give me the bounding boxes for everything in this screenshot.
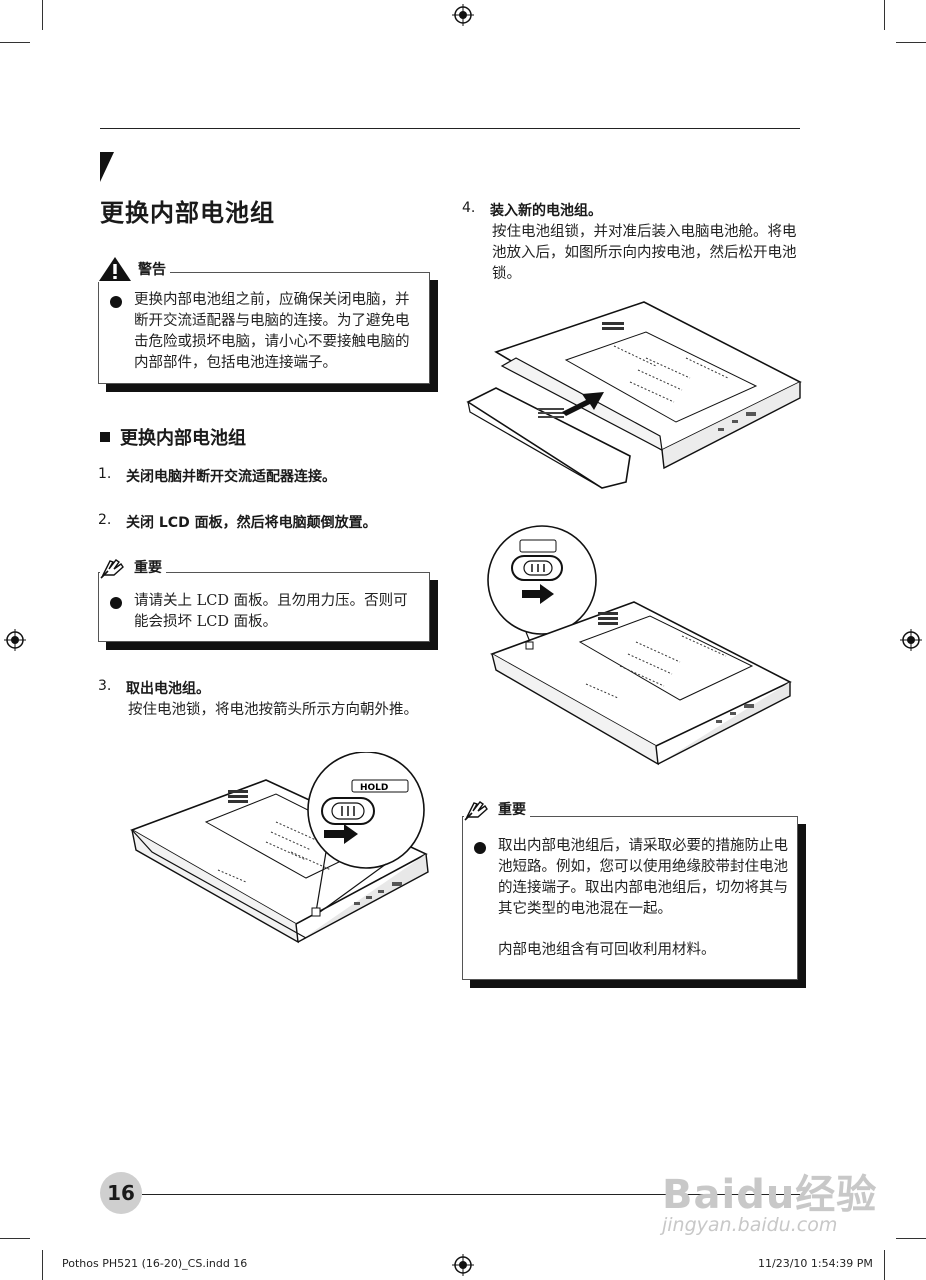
step-3: 3. 取出电池组。 [98,678,210,698]
section-title: 更换内部电池组 [100,424,246,450]
header-rule [100,128,800,129]
crop-mark [884,0,885,30]
step-2: 2. 关闭 LCD 面板，然后将电脑颠倒放置。 [98,512,377,532]
step-4: 4. 装入新的电池组。 [462,200,602,220]
section-title-text: 更换内部电池组 [120,428,246,449]
bullet-icon [474,842,486,854]
arrow-right-icon [324,824,358,844]
important-callout [98,572,430,642]
warning-label: 警告 [138,262,166,278]
registration-mark-icon [452,4,474,26]
battery-insertion-illustration [466,301,802,489]
arrow-right-icon [522,584,554,604]
battery-lock-illustration [487,525,792,766]
square-bullet-icon [100,432,110,442]
important-label: 重要 [498,802,526,818]
step-1: 1. 关闭电脑并断开交流适配器连接。 [98,466,336,486]
crop-mark [0,42,30,43]
crop-mark [0,1238,30,1239]
important-text: 请请关上 LCD 面板。且勿用力压。否则可能会损坏 LCD 面板。 [134,593,408,630]
step-title: 关闭电脑并断开交流适配器连接。 [126,469,336,485]
step-description: 按住电池组锁，并对准后装入电脑电池舱。将电池放入后，如图所示向内按电池，然后松开… [492,224,797,282]
hand-pencil-icon [100,559,124,579]
registration-mark-icon [4,629,26,651]
hand-pencil-icon [464,801,488,821]
registration-mark-icon [452,1254,474,1276]
watermark-brand: Baidu经验 [662,1172,878,1218]
step-number: 3. [98,678,112,694]
crop-mark [884,1250,885,1280]
important-label: 重要 [134,560,162,576]
registration-mark-icon [900,629,922,651]
crop-mark [896,1238,926,1239]
step-number: 1. [98,466,112,482]
bullet-icon [110,296,122,308]
important-note: 内部电池组含有可回收利用材料。 [498,942,716,958]
step-description: 按住电池锁，将电池按箭头所示方向朝外推。 [128,702,418,718]
footer-rule [142,1194,800,1195]
watermark-url: jingyan.baidu.com [662,1214,838,1236]
important-header: 重要 [464,797,530,821]
important-callout [462,816,798,980]
crop-mark [896,42,926,43]
crop-mark [42,1250,43,1280]
footer-timestamp: 11/23/10 1:54:39 PM [758,1257,873,1270]
warning-callout [98,272,430,384]
step-number: 4. [462,200,476,216]
footer-file: Pothos PH521 (16-20)_CS.indd 16 [62,1257,248,1270]
warning-text: 更换内部电池组之前，应确保关闭电脑，并断开交流适配器与电脑的连接。为了避免电击危… [134,292,410,371]
page-number: 16 [100,1172,142,1214]
crop-mark [42,0,43,30]
page-title: 更换内部电池组 [100,199,275,227]
chapter-wedge [100,152,114,182]
important-header: 重要 [100,555,166,579]
step-number: 2. [98,512,112,528]
bullet-icon [110,597,122,609]
important-text: 取出内部电池组后，请采取必要的措施防止电池短路。例如，您可以使用绝缘胶带封住电池… [498,838,788,917]
battery-removal-illustration: HOLD [130,752,429,944]
hold-label: HOLD [360,783,388,793]
step-title: 装入新的电池组。 [490,203,602,219]
warning-triangle-icon [99,257,131,281]
arrow-insert-icon [562,392,604,416]
step-title: 取出电池组。 [126,681,210,697]
step-title: 关闭 LCD 面板，然后将电脑颠倒放置。 [126,515,377,531]
warning-header: 警告 [98,256,170,282]
